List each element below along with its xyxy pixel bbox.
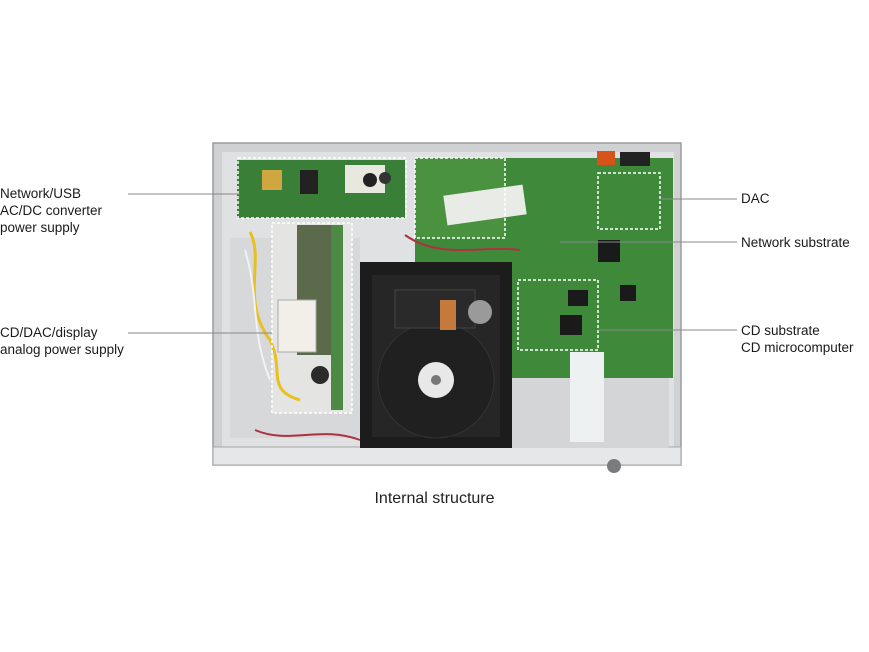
network-usb-power-board (237, 160, 405, 218)
label-analog-line2: analog power supply (0, 342, 124, 357)
label-analog-line1: CD/DAC/display (0, 325, 98, 340)
label-cd-substrate: CD substrate CD microcomputer (741, 322, 854, 356)
label-network-substrate: Network substrate (741, 235, 850, 250)
label-dac: DAC (741, 191, 770, 206)
label-analog-power: CD/DAC/display analog power supply (0, 324, 124, 358)
caption: Internal structure (374, 490, 495, 507)
analog-power-board (244, 223, 352, 413)
label-cd-substrate-line1: CD substrate (741, 323, 820, 338)
label-network-usb-line1: Network/USB (0, 186, 82, 201)
label-network-usb-line2: AC/DC converter (0, 203, 103, 218)
label-network-usb-power: Network/USB AC/DC converter power supply (0, 185, 102, 236)
label-network-usb-line3: power supply (0, 220, 80, 235)
label-cd-substrate-line2: CD microcomputer (741, 340, 854, 355)
leader-lines (128, 193, 737, 334)
callout-boxes (237, 157, 661, 414)
cd-drive (360, 262, 512, 448)
